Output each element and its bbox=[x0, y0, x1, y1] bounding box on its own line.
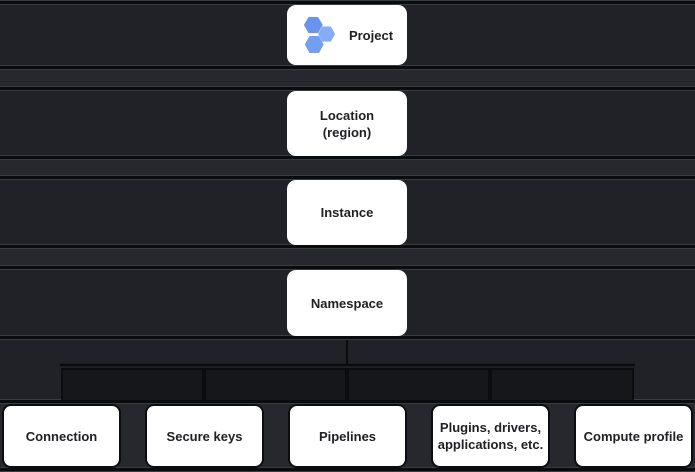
node-project-label: Project bbox=[348, 27, 394, 43]
node-connection-label: Connection bbox=[25, 428, 98, 444]
node-secure-keys: Secure keys bbox=[145, 404, 264, 468]
band-gap-2 bbox=[0, 160, 695, 176]
project-hexagons-icon bbox=[303, 17, 336, 53]
node-namespace: Namespace bbox=[287, 270, 407, 336]
node-instance: Instance bbox=[287, 180, 407, 245]
separator-line bbox=[0, 86, 695, 91]
node-plugins-label-line2: applications, etc. bbox=[437, 437, 544, 452]
node-instance-label: Instance bbox=[320, 205, 374, 220]
node-pipelines: Pipelines bbox=[288, 404, 407, 468]
node-namespace-label: Namespace bbox=[310, 295, 384, 311]
separator-line bbox=[0, 0, 695, 5]
node-secure-keys-label: Secure keys bbox=[166, 428, 243, 444]
node-location-label-line1: Location bbox=[319, 107, 375, 123]
band-gap-3 bbox=[0, 249, 695, 266]
node-compute-profile: Compute profile bbox=[574, 404, 693, 468]
node-location-label-line2: (region) bbox=[322, 124, 372, 140]
node-location-region: Location (region) bbox=[287, 91, 407, 156]
node-connection: Connection bbox=[2, 404, 121, 468]
node-project: Project bbox=[287, 5, 407, 65]
node-compute-profile-label: Compute profile bbox=[583, 428, 684, 444]
separator-line bbox=[0, 175, 695, 180]
band-gap-1 bbox=[0, 70, 695, 87]
node-pipelines-label: Pipelines bbox=[318, 428, 377, 444]
node-plugins-drivers-applications: Plugins, drivers, applications, etc. bbox=[431, 404, 550, 468]
separator-line bbox=[0, 65, 695, 70]
namespace-children-connector bbox=[60, 340, 635, 400]
separator-line bbox=[0, 265, 695, 270]
node-plugins-label-line1: Plugins, drivers, bbox=[439, 420, 542, 435]
